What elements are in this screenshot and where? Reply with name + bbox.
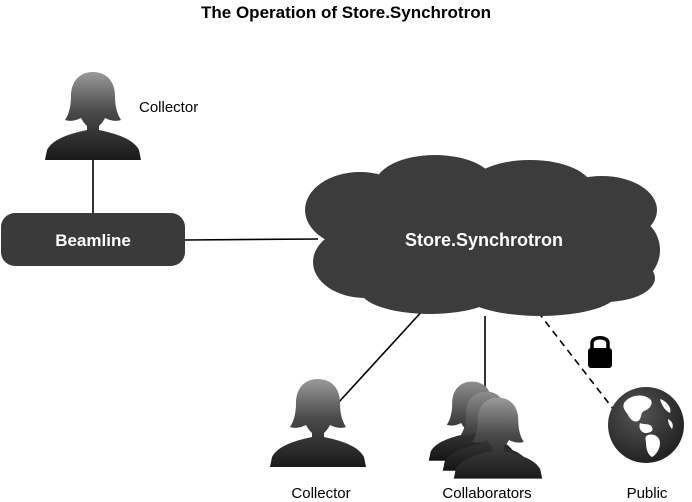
store-to-public-line bbox=[537, 311, 615, 411]
store-to-collector-line bbox=[337, 307, 426, 404]
collaborators-label: Collaborators bbox=[442, 485, 531, 502]
collector-bottom-person-icon bbox=[270, 379, 366, 467]
store-synchrotron-label: Store.Synchrotron bbox=[405, 230, 563, 250]
collector-top-label: Collector bbox=[139, 99, 198, 116]
connectors bbox=[92, 160, 615, 411]
collector-bottom-label: Collector bbox=[291, 485, 350, 502]
store-synchrotron-cloud[interactable]: Store.Synchrotron bbox=[305, 155, 660, 316]
public-label: Public bbox=[627, 485, 668, 502]
beamline-box bbox=[1, 213, 185, 266]
beamline-label: Beamline bbox=[55, 231, 131, 250]
globe-icon bbox=[608, 387, 684, 463]
collaborators-group-icon bbox=[428, 381, 543, 479]
collector-top-person-icon bbox=[45, 72, 141, 160]
lock-icon bbox=[588, 336, 612, 368]
beamline-to-store-line bbox=[184, 238, 319, 241]
cloud-shape bbox=[305, 155, 660, 316]
beamline-node[interactable]: Beamline bbox=[1, 213, 185, 266]
diagram-title: The Operation of Store.Synchrotron bbox=[201, 3, 491, 22]
